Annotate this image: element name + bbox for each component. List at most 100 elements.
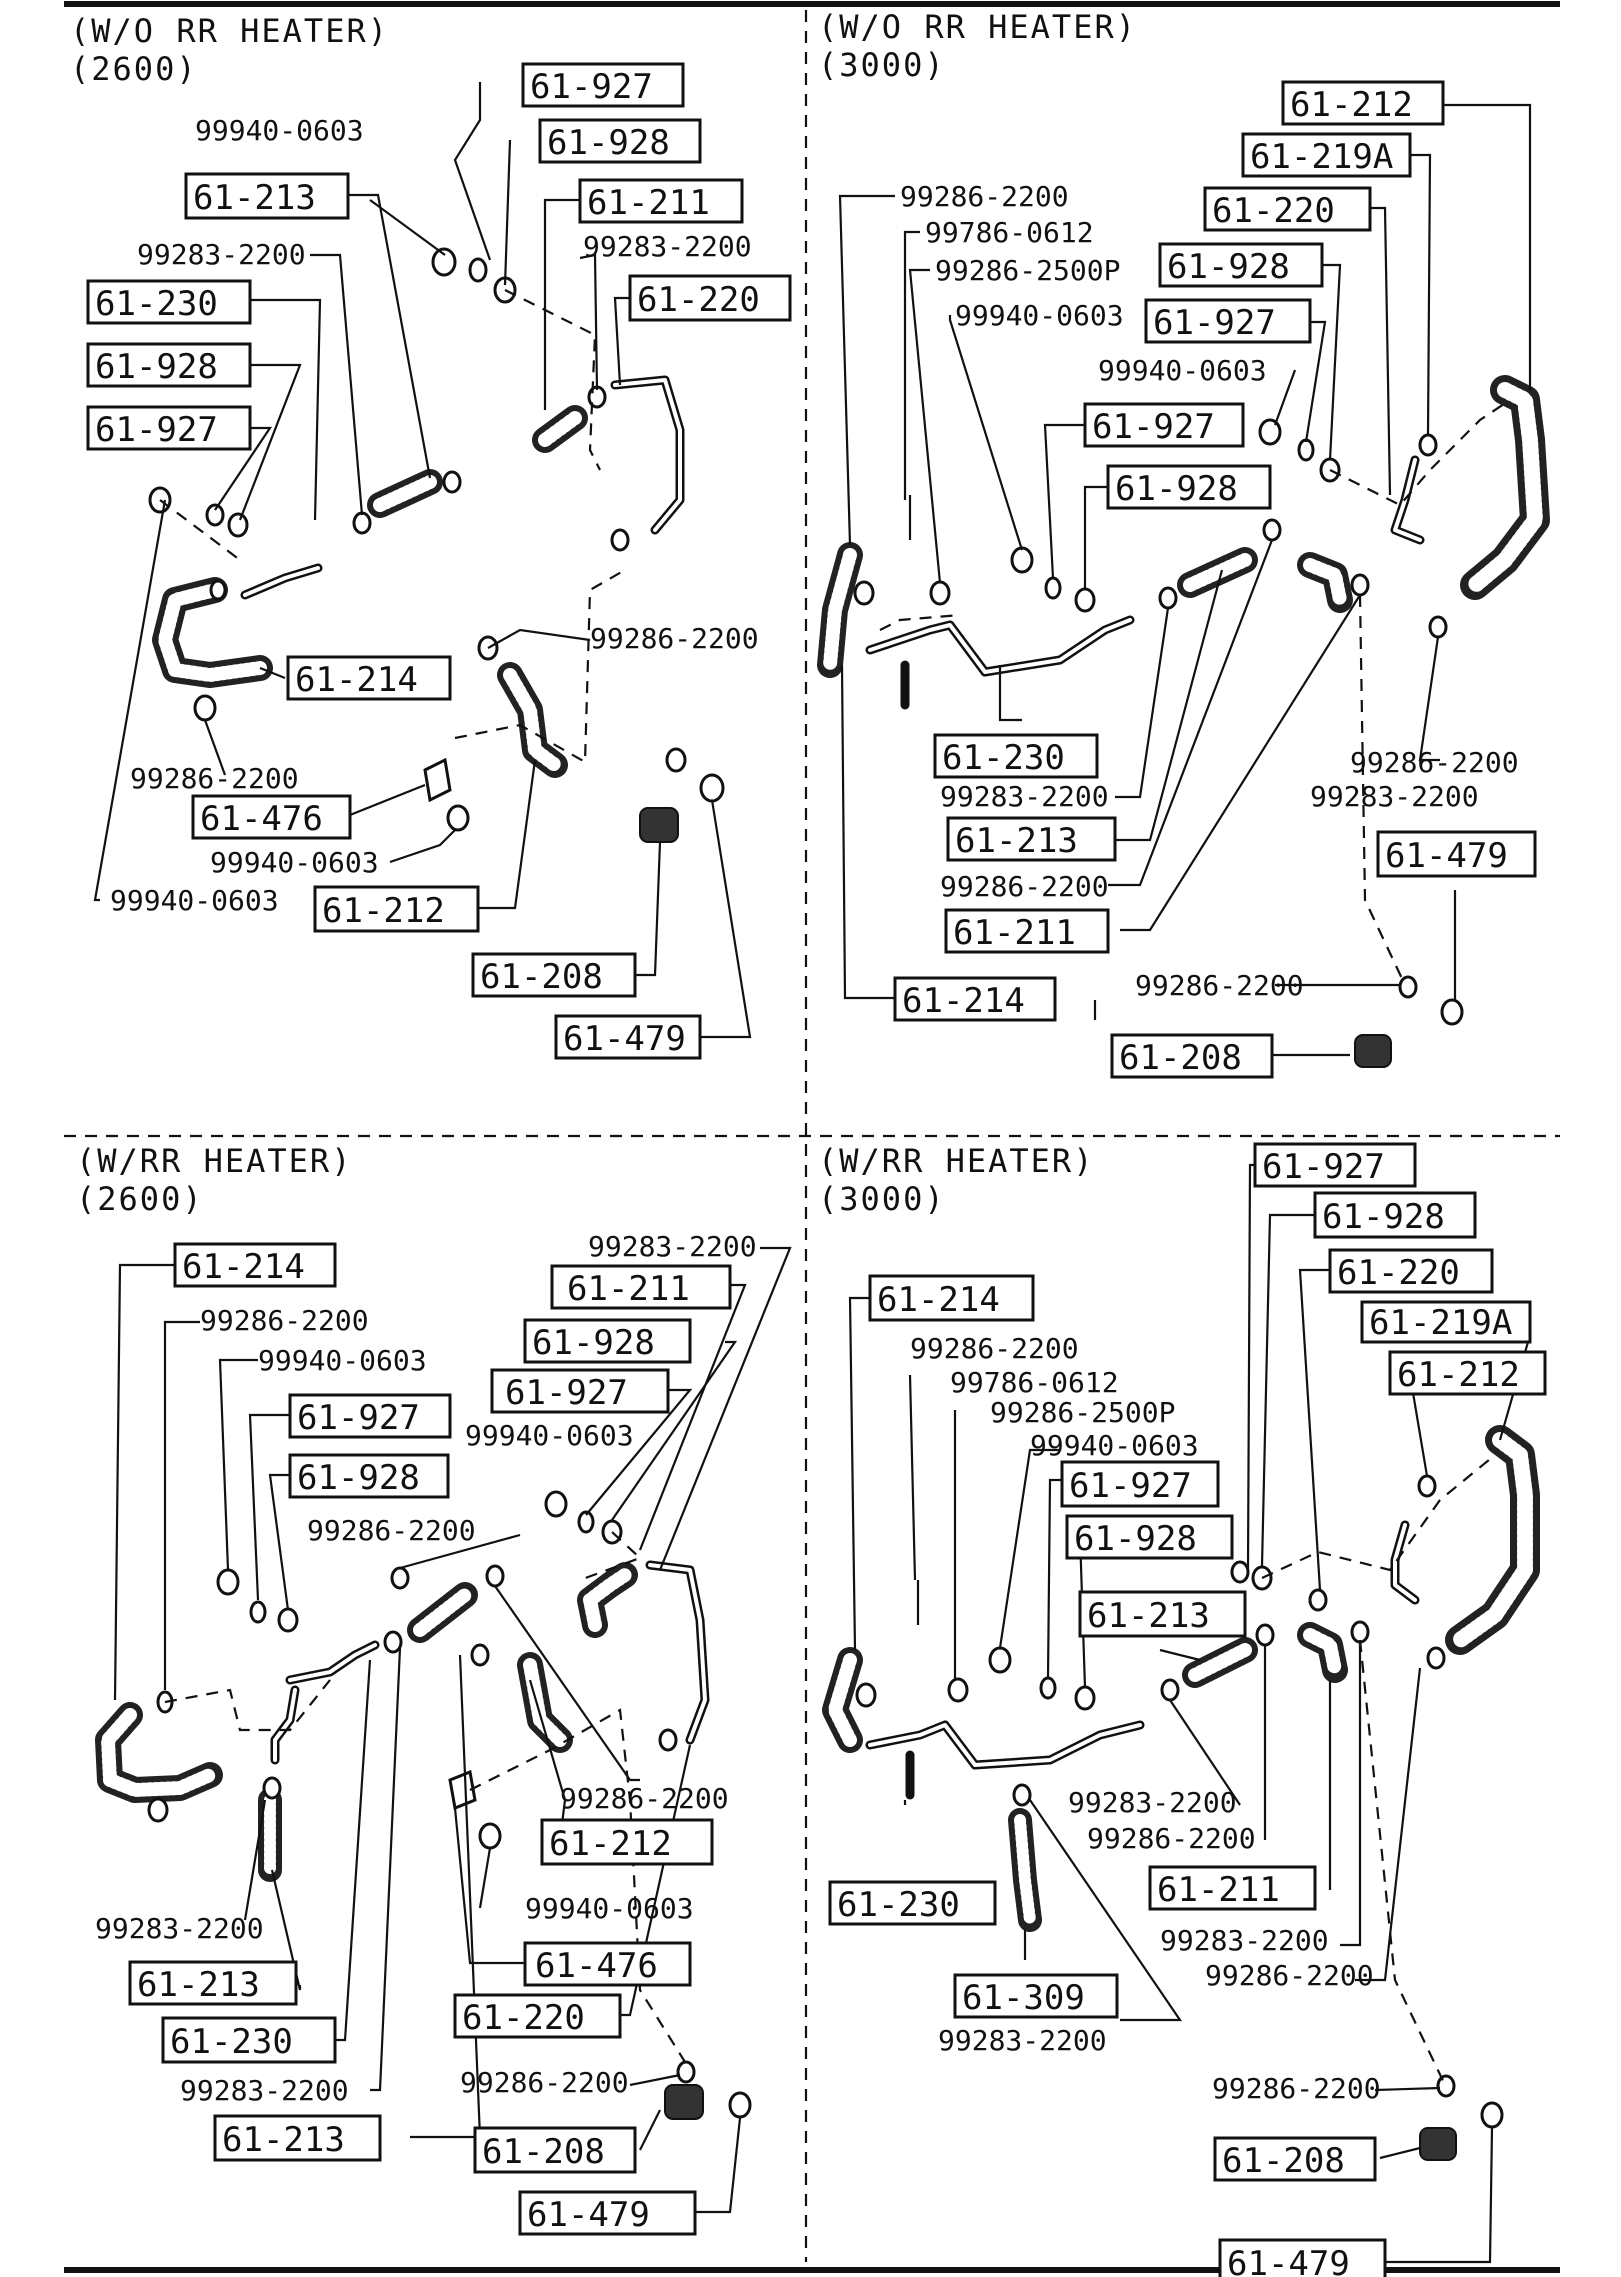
label-tl-3: 61-213	[193, 178, 316, 218]
label-br-18: 99286-2200	[1205, 1959, 1374, 1992]
label-bl-18: 61-220	[462, 1998, 585, 2038]
label-br-14: 99286-2200	[1087, 1822, 1256, 1855]
label-tr-2: 99286-2200	[900, 180, 1069, 213]
label-tr-11: 61-928	[1115, 469, 1238, 509]
label-br-11: 61-928	[1074, 1519, 1197, 1559]
labels-tl: 61-927 61-928 99940-0603 61-213 61-211 9…	[86, 62, 792, 1060]
heading-tr-2: (3000)	[818, 46, 946, 84]
label-br-16: 61-211	[1157, 1870, 1280, 1910]
label-br-21: 99286-2200	[1212, 2072, 1381, 2105]
label-br-12: 61-213	[1087, 1596, 1210, 1636]
label-tl-6: 99283-2200	[583, 230, 752, 263]
label-tr-21: 99286-2200	[1135, 969, 1304, 1002]
label-bl-8: 99940-0603	[465, 1419, 634, 1452]
label-bl-0: 61-214	[182, 1247, 305, 1287]
heading-br-2: (3000)	[818, 1180, 946, 1218]
label-bl-17: 61-230	[170, 2022, 293, 2062]
label-bl-15: 61-213	[137, 1965, 260, 2005]
label-bl-2: 61-211	[567, 1269, 690, 1309]
label-br-22: 61-208	[1222, 2141, 1345, 2181]
label-tl-18: 61-208	[480, 957, 603, 997]
label-bl-22: 61-208	[482, 2132, 605, 2172]
label-tr-12: 99286-2200	[1350, 746, 1519, 779]
label-tl-13: 99286-2200	[130, 762, 299, 795]
label-br-2: 61-214	[877, 1280, 1000, 1320]
heading-tl-2: (2600)	[70, 50, 198, 88]
label-br-3: 61-220	[1337, 1253, 1460, 1293]
label-tr-7: 99940-0603	[955, 299, 1124, 332]
label-tr-3: 99786-0612	[925, 216, 1094, 249]
label-bl-7: 61-927	[505, 1373, 628, 1413]
label-br-9: 99940-0603	[1030, 1429, 1199, 1462]
panel-headings: (W/O RR HEATER) (2600) (W/O RR HEATER) (…	[70, 8, 1137, 1218]
label-tl-14: 61-476	[200, 799, 323, 839]
label-bl-12: 61-212	[549, 1824, 672, 1864]
label-tr-13: 61-230	[942, 738, 1065, 778]
label-tr-4: 61-220	[1212, 191, 1335, 231]
label-tr-19: 61-211	[953, 913, 1076, 953]
label-tl-16: 99940-0603	[110, 884, 279, 917]
label-bl-10: 99286-2200	[307, 1514, 476, 1547]
label-tl-7: 61-220	[637, 280, 760, 320]
label-bl-19: 99283-2200	[180, 2074, 349, 2107]
parts-tr	[817, 375, 1550, 1068]
label-bl-9: 61-928	[297, 1458, 420, 1498]
label-bl-5: 61-928	[532, 1323, 655, 1363]
label-tl-9: 61-928	[95, 347, 218, 387]
label-tl-10: 61-927	[95, 410, 218, 450]
label-tl-0: 61-927	[530, 67, 653, 107]
label-tl-2: 99940-0603	[195, 114, 364, 147]
label-br-6: 99786-0612	[950, 1366, 1119, 1399]
label-bl-23: 61-479	[527, 2195, 650, 2235]
label-br-10: 61-927	[1069, 1466, 1192, 1506]
heading-bl-2: (2600)	[76, 1180, 204, 1218]
label-bl-14: 99283-2200	[95, 1912, 264, 1945]
label-br-4: 99286-2200	[910, 1332, 1079, 1365]
label-tr-9: 99940-0603	[1098, 354, 1267, 387]
label-br-1: 61-928	[1322, 1197, 1445, 1237]
label-tr-5: 99286-2500P	[935, 254, 1120, 287]
heading-tr-1: (W/O RR HEATER)	[818, 8, 1137, 46]
label-tl-4: 61-211	[587, 183, 710, 223]
label-tl-19: 61-479	[563, 1019, 686, 1059]
label-tr-6: 61-928	[1167, 247, 1290, 287]
label-bl-11: 99286-2200	[560, 1782, 729, 1815]
heading-br-1: (W/RR HEATER)	[818, 1142, 1094, 1180]
label-bl-4: 99940-0603	[258, 1344, 427, 1377]
label-bl-6: 61-927	[297, 1398, 420, 1438]
label-bl-13: 99940-0603	[525, 1892, 694, 1925]
label-tr-16: 61-213	[955, 821, 1078, 861]
parts-tl	[148, 247, 725, 843]
label-tr-0: 61-212	[1290, 85, 1413, 125]
label-br-23: 61-479	[1227, 2244, 1350, 2277]
label-tl-8: 61-230	[95, 284, 218, 324]
label-bl-21: 61-213	[222, 2120, 345, 2160]
label-tr-17: 61-479	[1385, 836, 1508, 876]
label-tl-11: 99286-2200	[590, 622, 759, 655]
label-br-7: 61-212	[1397, 1355, 1520, 1395]
label-tr-22: 61-208	[1119, 1038, 1242, 1078]
label-br-15: 61-230	[837, 1885, 960, 1925]
label-tl-17: 61-212	[322, 891, 445, 931]
label-tr-8: 61-927	[1153, 303, 1276, 343]
parts-bl	[95, 1490, 752, 2120]
label-tl-12: 61-214	[295, 660, 418, 700]
label-bl-3: 99286-2200	[200, 1304, 369, 1337]
label-br-0: 61-927	[1262, 1147, 1385, 1187]
label-tr-15: 99283-2200	[1310, 780, 1479, 813]
label-tl-15: 99940-0603	[210, 846, 379, 879]
leader-lines	[93, 82, 1532, 2264]
label-bl-20: 99286-2200	[460, 2066, 629, 2099]
label-tr-1: 61-219A	[1250, 137, 1393, 177]
label-tr-10: 61-927	[1092, 407, 1215, 447]
label-br-20: 99283-2200	[938, 2024, 1107, 2057]
label-tr-18: 99286-2200	[940, 870, 1109, 903]
label-tr-14: 99283-2200	[940, 780, 1109, 813]
label-br-17: 99283-2200	[1160, 1924, 1329, 1957]
label-br-8: 99286-2500P	[990, 1396, 1175, 1429]
labels-br: 61-927 61-928 61-214 61-220 99286-2200 6…	[828, 1142, 1547, 2277]
label-tl-5: 99283-2200	[137, 238, 306, 271]
heading-bl-1: (W/RR HEATER)	[76, 1142, 352, 1180]
label-br-5: 61-219A	[1369, 1303, 1512, 1343]
